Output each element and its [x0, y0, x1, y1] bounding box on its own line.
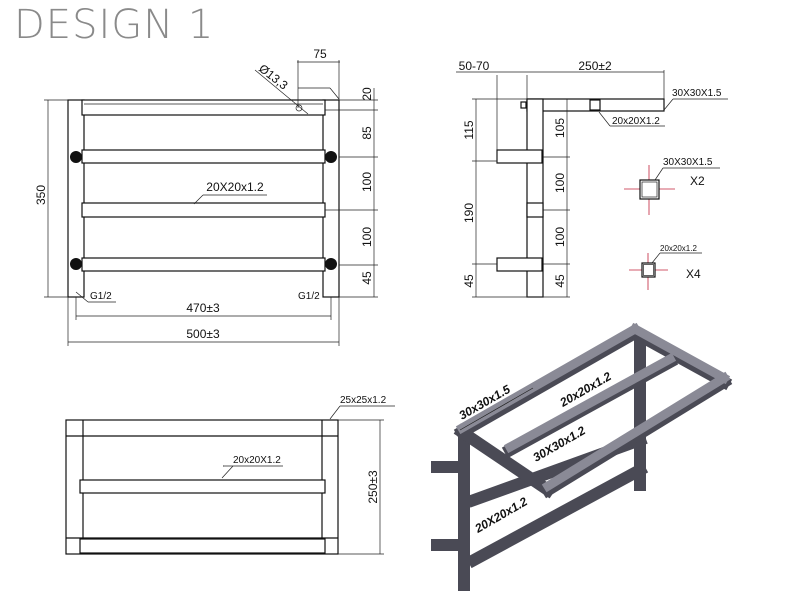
dim-190: 190: [462, 203, 476, 223]
thread-right: G1/2: [298, 291, 320, 302]
dim-75: 75: [313, 47, 327, 61]
dim-250: 250±2: [578, 59, 612, 73]
section-30x30: 30X30X1.5 X2: [624, 157, 720, 215]
dim-100a: 100: [553, 173, 567, 193]
dim-500: 500±3: [186, 327, 220, 341]
dim-350: 350: [34, 185, 48, 205]
section-label: 20x20x1.2: [660, 244, 697, 253]
dim-105: 105: [553, 118, 567, 138]
dim-45: 45: [360, 271, 374, 285]
section-label: 30X30X1.5: [663, 157, 713, 168]
side-view: 50-70 250±2 30X30X1.5 20x20X1.2 115 190 …: [456, 59, 728, 298]
dim-100b: 100: [553, 227, 567, 247]
dim-diameter: Ø13,3: [256, 61, 291, 92]
dim-100b: 100: [360, 227, 374, 247]
dim-100a: 100: [360, 172, 374, 192]
dim-50-70: 50-70: [459, 59, 490, 73]
rail-label: 20X20x1.2: [206, 180, 264, 194]
section-count: X2: [690, 174, 705, 188]
drawing-title: DESIGN 1: [14, 2, 215, 48]
dim-250: 250±3: [366, 470, 380, 504]
dim-85: 85: [360, 126, 374, 140]
dim-45-right: 45: [553, 274, 567, 288]
label-30x30: 30X30X1.5: [672, 88, 722, 99]
label-20x20: 20x20X1.2: [612, 116, 660, 127]
section-20x20: 20x20x1.2 X4: [629, 244, 702, 290]
label-25x25: 25x25x1.2: [340, 395, 387, 406]
dim-20: 20: [360, 87, 374, 101]
thread-left: G1/2: [90, 291, 112, 302]
top-view: 25x25x1.2 20x20X1.2 250±3: [65, 395, 395, 555]
dim-470: 470±3: [186, 301, 220, 315]
isometric-view: 30x30x1.5 20x20x1.2 30X30x1.2 20X20x1.2: [431, 322, 733, 591]
dim-45-left: 45: [462, 274, 476, 288]
rail-label: 20x20X1.2: [233, 455, 281, 466]
section-count: X4: [686, 267, 701, 281]
front-view: 75 Ø13,3 20 85 100 100 45 350 20X20x1.2 …: [34, 47, 378, 346]
dim-115: 115: [462, 120, 476, 139]
